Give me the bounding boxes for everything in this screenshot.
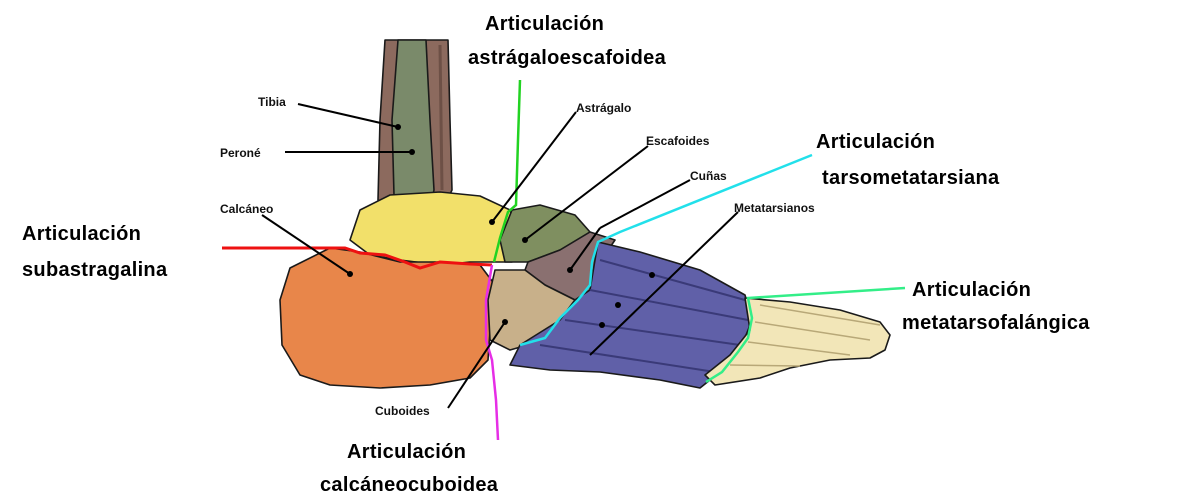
subastragalina-label-line1: Articulación — [22, 223, 141, 245]
tibia-label: Tibia — [258, 95, 286, 109]
astragaloescafoidea-label-line2: astrágaloescafoidea — [468, 47, 667, 69]
escafoides-leader — [525, 146, 648, 240]
tibia-shaft-stripe — [440, 45, 442, 190]
calcaneocuboidea-label-line2: calcáneocuboidea — [320, 474, 499, 496]
cunas-leader-dot — [567, 267, 573, 273]
cunas-label: Cuñas — [690, 169, 727, 183]
metatarsianos-leader-dot-2 — [615, 302, 621, 308]
astragalo-leader-dot — [489, 219, 495, 225]
metatarsianos-label: Metatarsianos — [734, 201, 815, 215]
calcaneo-leader-dot — [347, 271, 353, 277]
tibia-leader-dot — [395, 124, 401, 130]
calcaneocuboidea-label-line1: Articulación — [347, 441, 466, 463]
astragalo-label: Astrágalo — [576, 101, 631, 115]
tarsometatarsiana-label-line2: tarsometatarsiana — [822, 167, 1000, 189]
phalanx-line-4 — [730, 365, 800, 366]
metatarsofalangica-label-line2: metatarsofalángica — [902, 312, 1090, 334]
subastragalina-label-line2: subastragalina — [22, 259, 168, 281]
metatarsianos-leader-dot-3 — [599, 322, 605, 328]
cuboides-leader-dot — [502, 319, 508, 325]
astragaloescafoidea-label-line1: Articulación — [485, 13, 604, 35]
calcaneo-bone — [280, 248, 495, 388]
escafoides-label: Escafoides — [646, 134, 710, 148]
perone-leader-dot — [409, 149, 415, 155]
metatarsianos-leader-dot-1 — [649, 272, 655, 278]
escafoides-leader-dot — [522, 237, 528, 243]
calcaneo-label: Calcáneo — [220, 202, 273, 216]
perone-label: Peroné — [220, 146, 261, 160]
metatarsofalangica-label-line1: Articulación — [912, 279, 1031, 301]
cuboides-label: Cuboides — [375, 404, 430, 418]
tarsometatarsiana-label-line1: Articulación — [816, 131, 935, 153]
